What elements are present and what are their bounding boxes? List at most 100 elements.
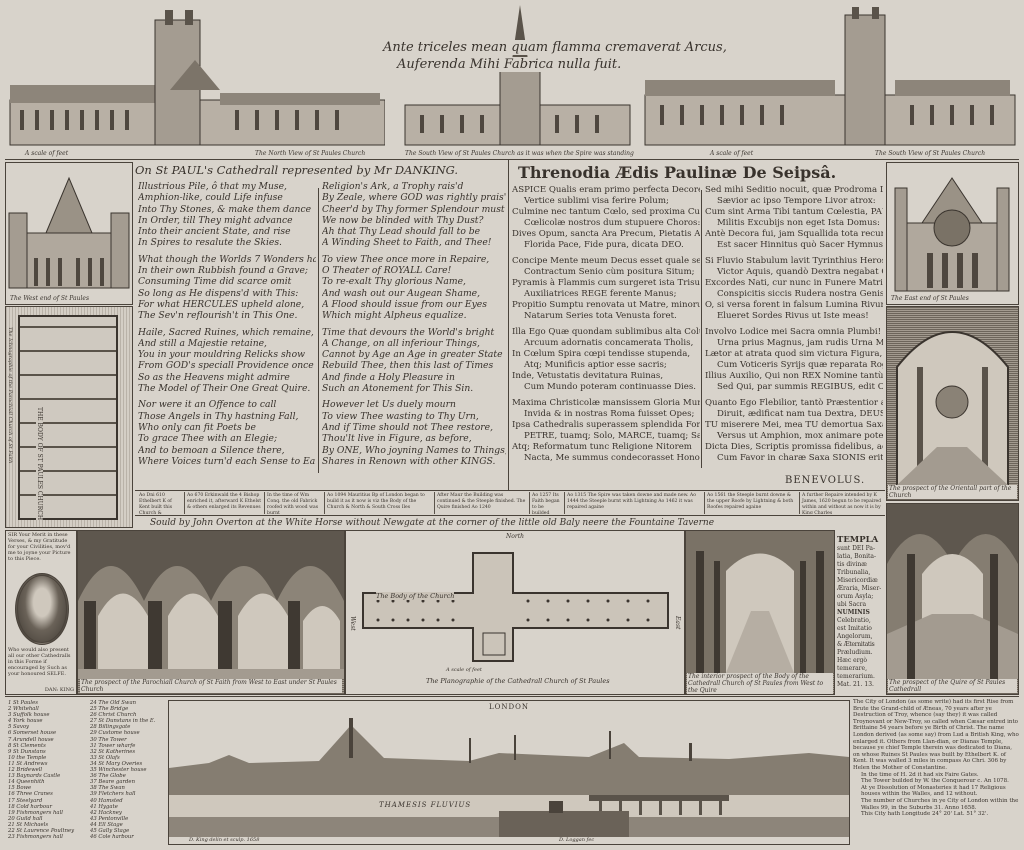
sold-by-line: Sould by John Overton at the White Horse… — [150, 518, 715, 528]
templa-text: TEMPLA sunt DEI Pa-latia, Bonita-tis div… — [837, 536, 885, 689]
poem-line: Haile, Sacred Ruines, which remaine, — [138, 326, 314, 338]
portrait-signature: DAN: KING — [44, 687, 74, 693]
templa-line: temerarium. — [837, 673, 875, 680]
west-end-engraving — [8, 176, 130, 289]
plan-west-label: West — [349, 616, 356, 631]
poem-line: And wash out our Augean Shame, — [322, 287, 481, 299]
index-item: 21 St Michaels — [8, 821, 49, 828]
poem-line: And to bemoan a Silence there, — [138, 444, 285, 456]
latin-line: Illa Ego Quæ quondam sublimibus alta Col… — [512, 327, 700, 337]
east-end-panel: The East end of St Paules — [886, 162, 1019, 305]
latin-line: Cum Voticeris Syrijs quæ reparata Rogis, — [717, 360, 883, 370]
poem-line: A Winding Sheet to Faith, and Thee! — [322, 237, 492, 249]
index-item: 17 Steelyard — [8, 797, 43, 804]
index-item: 5 Savoy — [8, 724, 30, 731]
south-view-with-spire-engraving — [404, 5, 631, 146]
index-item: 33 St Olafs — [90, 754, 120, 761]
st-faith-plan-panel: THE BODY OF ST PAULES CHURCH The Ichnogr… — [5, 306, 133, 528]
templa-line: Misericordiæ — [837, 577, 878, 584]
index-item: 1 St Paules — [8, 700, 38, 706]
history-cell: Ao 670 Erkinwald the 4 Bishop enriched i… — [185, 492, 265, 514]
index-item: 22 St Laurence Poultney — [8, 827, 75, 834]
index-item: 30 The Tower — [90, 736, 127, 743]
poem-title: On St PAUL's Cathedrall represented by M… — [135, 163, 459, 177]
history-cell: A further Repaire intended by K James, 1… — [802, 493, 882, 514]
poem-line: Ah that Thy Lead should fall to be — [322, 226, 481, 238]
city-line: This City hath Longitude 24° 20' Lat. 51… — [861, 811, 989, 818]
vault-engraving — [78, 531, 344, 679]
poem-line: A Flood should issue from our Eyes — [322, 298, 487, 310]
motto-line-2: Auferenda Mihi Fabrica nulla fuit. — [397, 57, 622, 72]
portrait-text-top: SIR Your Merit in these Verses, & my Gra… — [8, 532, 71, 562]
templa-line: sunt DEI Pa- — [837, 545, 875, 552]
west-end-panel: The West end of St Paules — [5, 162, 133, 305]
latin-line: Dives Opum, sancta Ara Precum, Pietatis … — [512, 229, 700, 239]
index-item: 25 The Bridge — [90, 706, 129, 713]
west-end-caption: The West end of St Paules — [10, 295, 90, 302]
portrait-text-bottom: Who would also present all our other Cat… — [8, 647, 71, 677]
top-strip: Ante triceles mean quam flamma cremavera… — [5, 5, 1019, 160]
oriental-interior-panel: The prospect of the Orientall part of th… — [886, 306, 1019, 501]
index-item: 26 Christ Church — [90, 712, 137, 719]
index-item: 10 the Temple — [8, 754, 47, 761]
index-item: 8 St Clements — [8, 742, 46, 749]
poem-line: Nor were it an Offence to call — [138, 399, 277, 411]
latin-line: Atq; Reformatum tunc Religione Nitorem — [512, 442, 692, 452]
index-item: 4 York house — [8, 718, 43, 725]
latin-line: Urna prius Magnus, jam rudis Urna Mihi! — [717, 338, 883, 348]
plan-north-label: North — [506, 533, 525, 540]
city-history-text: The City of London (as some write) had i… — [853, 699, 1019, 818]
poem-line: What though the Worlds 7 Wonders have — [138, 253, 316, 265]
latin-line: Contractum Senio cùm positura Situm; — [524, 267, 695, 277]
index-item: 3 Suffolk house — [8, 712, 50, 719]
index-item: 20 Guild hall — [8, 815, 43, 822]
nave-interior-caption: The interior prospect of the Body of the… — [687, 673, 833, 694]
poem-line: We now be blinded with Thy Dust? — [322, 214, 484, 226]
column-divider — [508, 160, 509, 490]
plan-east-label: East — [674, 616, 681, 630]
templa-line: Tribunalia, — [837, 569, 871, 576]
latin-line: Excordes Nati, cur nunc in Funere Matris — [705, 278, 883, 288]
poem-line: Cheer'd by Thy former Splendour must — [322, 203, 505, 215]
templa-line: est Imitatio — [837, 625, 872, 632]
latin-line: Conspicitis siccis Rudera nostra Genis? — [717, 289, 883, 299]
poem-line: Religion's Ark, a Trophy rais'd — [322, 181, 464, 192]
latin-col-1: ASPICE Qualis eram primo perfecta Decore… — [512, 185, 700, 469]
latin-line: Natarum Series tota Venusta foret. — [524, 311, 677, 321]
history-cell: In the time of Wm Conq. the old Fabrick … — [265, 492, 325, 514]
plan-label: THE BODY OF ST PAULES CHURCH — [36, 407, 43, 521]
latin-line: Auxiliatrices REGE ferente Manus; — [524, 289, 677, 299]
templa-line: latia, Bonita- — [837, 553, 877, 560]
poem-line: In Spires to resalute the Skies. — [138, 237, 282, 249]
templa-line: tis divinæ — [837, 561, 867, 568]
south-view-cathedral-engraving — [644, 7, 1016, 146]
index-item: 23 Fishmongers hall — [8, 834, 63, 841]
river-label: THAMESIS FLUVIUS — [379, 801, 472, 809]
latin-line: Dicta Dies, Scriptis promissa fidelibus,… — [705, 442, 883, 452]
quire-caption: The prospect of the Quire of St Paules C… — [888, 679, 1017, 693]
index-item: 42 Hackney — [90, 809, 122, 816]
index-item: 18 Cold harbour — [8, 803, 53, 810]
poem-line: The Sev'n reflourish't in This One. — [138, 310, 298, 322]
index-item: 29 Custome house — [90, 730, 140, 737]
caption-north-view: The North View of St Paules Church — [255, 150, 366, 157]
city-line: In the time of H. 2d it had six Faire Ga… — [861, 771, 979, 778]
history-cell: After Maur the Building was continued & … — [435, 492, 530, 514]
motto-line-1: Ante triceles mean quam flamma cremavera… — [383, 40, 727, 55]
cathedral-floor-plan — [362, 552, 669, 662]
history-cell: Ao 1094 Mauritius Bp of London began to … — [325, 492, 435, 514]
poem-line: Who only can fit Poets be — [138, 421, 256, 433]
latin-line: Antè Decora fui, jam Squallida tota recu… — [705, 229, 883, 239]
templa-line: Celebratio, — [837, 617, 871, 624]
poem-line: And still a Majestie retaine, — [138, 337, 267, 349]
index-item: 43 Pentonville — [90, 815, 129, 822]
poem-line: Into Thy Stones, & make them dance — [138, 203, 312, 215]
caption-scale-left: A scale of feet — [25, 150, 69, 157]
history-row — [135, 490, 885, 516]
templa-line: Præludium. — [837, 649, 873, 656]
latin-line: Victor Aquis, quandò Dextra negabat Opem… — [717, 267, 883, 277]
credit-left: D. King delin et sculp. 1658 — [189, 837, 260, 844]
poem-line: Those Angels in Thy hastning Fall, — [138, 410, 299, 422]
